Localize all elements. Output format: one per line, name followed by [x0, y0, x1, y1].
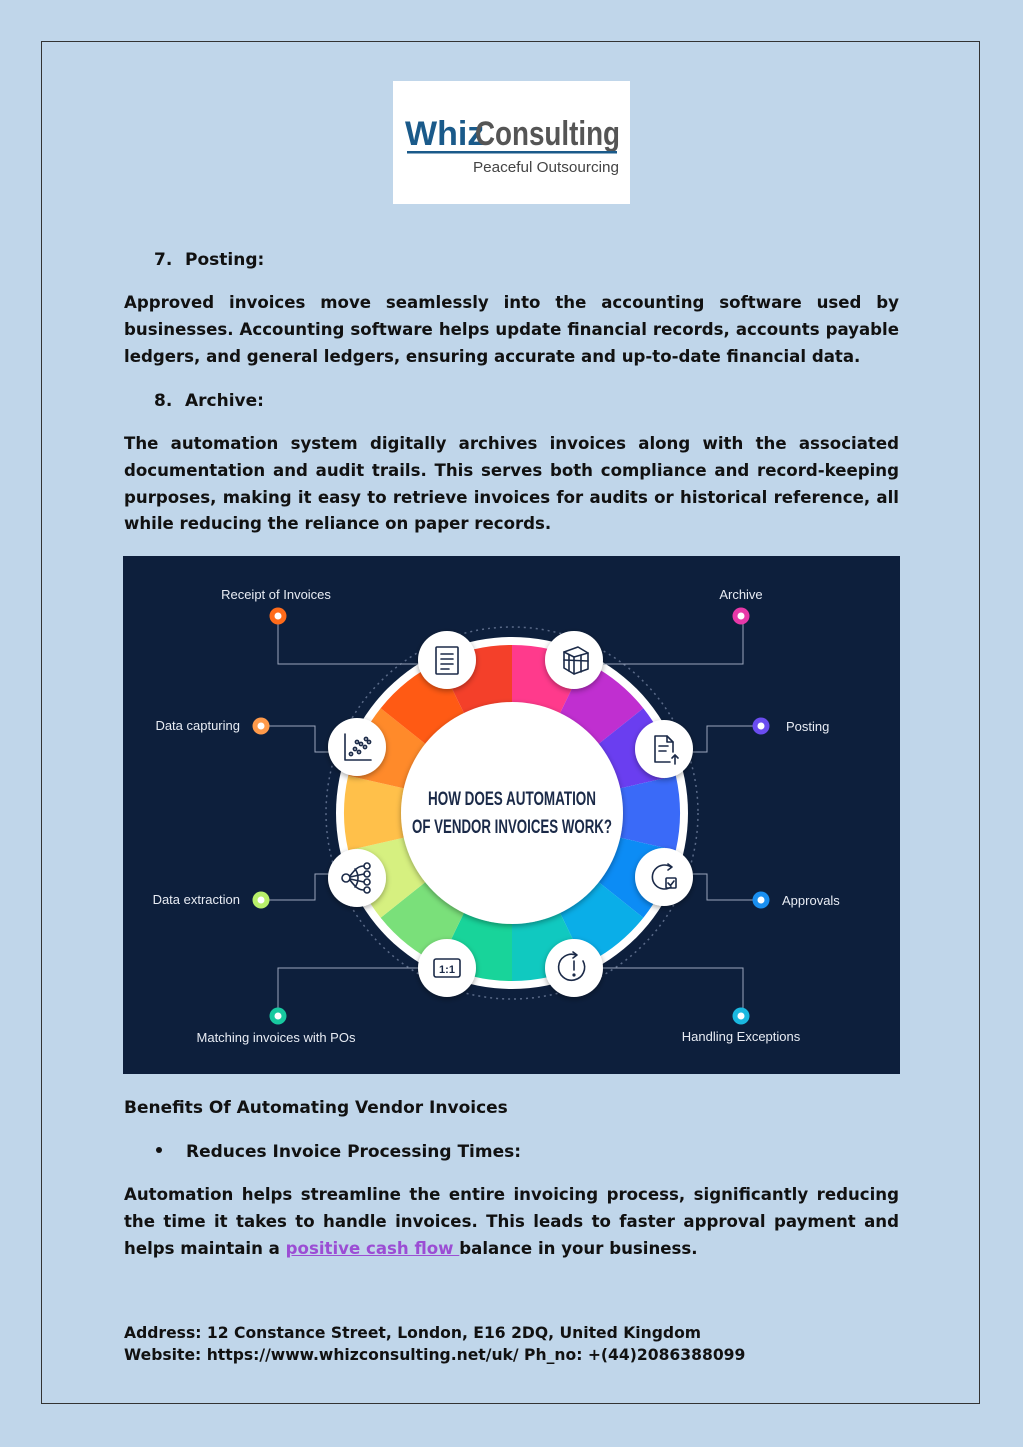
benefit-bullet-text: Reduces Invoice Processing Times: [186, 1142, 522, 1162]
page-frame [41, 41, 980, 1404]
icon-circle-approvals [635, 848, 693, 906]
connector-matching [277, 967, 419, 1008]
center-title-line1: HOW DOES AUTOMATION [428, 789, 596, 810]
infographic-svg: HOW DOES AUTOMATION OF VENDOR INVOICES W… [153, 587, 841, 1045]
benefit-bullet: Reduces Invoice Processing Times: [124, 1141, 521, 1163]
section-paragraph-posting: Approved invoices move seamlessly into t… [124, 293, 899, 366]
benefit-paragraph: Automation helps streamline the entire i… [124, 1182, 899, 1262]
logo-brand-part1: Whiz [405, 115, 484, 153]
center-title-line2: OF VENDOR INVOICES WORK? [412, 817, 612, 838]
automation-infographic: HOW DOES AUTOMATION OF VENDOR INVOICES W… [123, 556, 900, 1074]
step-dot-center [274, 1012, 282, 1020]
benefit-paragraph-tail: balance in your business. [459, 1238, 698, 1258]
step-dots [252, 607, 770, 1025]
dotted-ring [325, 626, 699, 1000]
step-labels: Receipt of Invoices Archive Data capturi… [153, 587, 841, 1045]
step-dot-center [274, 612, 282, 620]
section-paragraph-archive: The automation system digitally archives… [124, 434, 899, 534]
connector-data-extraction [261, 873, 330, 901]
center-disk [401, 702, 623, 924]
icon-circle-data-capturing [328, 718, 386, 776]
upload-document-icon [654, 735, 679, 765]
connector-lines [261, 624, 759, 1008]
label-archive: Archive [719, 587, 762, 602]
approval-check-icon [651, 863, 677, 890]
connector-archive [603, 624, 744, 665]
connector-receipt [277, 624, 419, 665]
connector-posting [693, 725, 759, 753]
footer-website: Website: https://www.whizconsulting.net/… [124, 1345, 746, 1364]
icon-circles [328, 631, 693, 997]
wheel-segment [609, 775, 681, 851]
bullet-dot [156, 1147, 162, 1153]
label-handling-exceptions: Handling Exceptions [682, 1029, 801, 1044]
label-receipt-of-invoices: Receipt of Invoices [221, 587, 331, 602]
archive-cube-icon [563, 646, 589, 675]
connector-data-capturing [263, 725, 330, 753]
company-logo: Whiz Consulting Peaceful Outsourcing [393, 81, 630, 204]
one-to-one-text: 1:1 [439, 964, 455, 976]
icon-circle-receipt [418, 631, 476, 689]
benefits-title: Benefits Of Automating Vendor Invoices [124, 1098, 508, 1118]
section-number: 7. [154, 250, 173, 270]
step-dot-center [757, 722, 765, 730]
label-approvals: Approvals [782, 893, 840, 908]
step-dot-center [737, 1012, 745, 1020]
connector-approvals [693, 873, 759, 901]
icon-circle-matching [418, 939, 476, 997]
section-number: 8. [154, 391, 173, 411]
step-dot-center [737, 612, 745, 620]
wheel-segment [344, 775, 415, 851]
network-icon [341, 862, 371, 894]
benefit-paragraph-text: Automation helps streamline the entire i… [124, 1185, 899, 1258]
step-dot-center [257, 896, 265, 904]
step-dot-center [257, 722, 265, 730]
icon-circle-posting [635, 720, 693, 778]
label-data-extraction: Data extraction [153, 892, 240, 907]
section-title: Archive: [185, 391, 264, 411]
footer-address: Address: 12 Constance Street, London, E1… [124, 1324, 702, 1342]
step-dot-center [757, 896, 765, 904]
logo-underline [407, 151, 617, 154]
exception-alert-icon [557, 951, 586, 981]
section-heading-archive: 8. Archive: [124, 390, 264, 412]
label-posting: Posting [786, 719, 829, 734]
scatter-chart-icon [344, 733, 372, 761]
logo-brand-part2: Consulting [475, 115, 620, 153]
logo-tagline: Peaceful Outsourcing [473, 159, 619, 176]
icon-circle-data-extraction [328, 849, 386, 907]
section-title: Posting: [185, 250, 265, 270]
one-to-one-icon [433, 958, 461, 978]
page-footer: Address: 12 Constance Street, London, E1… [124, 1323, 745, 1366]
section-heading-posting: 7. Posting: [124, 249, 264, 271]
cash-flow-link[interactable]: positive cash flow [285, 1238, 460, 1258]
connector-exceptions [603, 967, 744, 1008]
logo-graphic: Whiz Consulting Peaceful Outsourcing [405, 115, 620, 176]
label-matching-invoices: Matching invoices with POs [197, 1030, 356, 1045]
label-data-capturing: Data capturing [155, 718, 240, 733]
document-list-icon [435, 646, 459, 675]
